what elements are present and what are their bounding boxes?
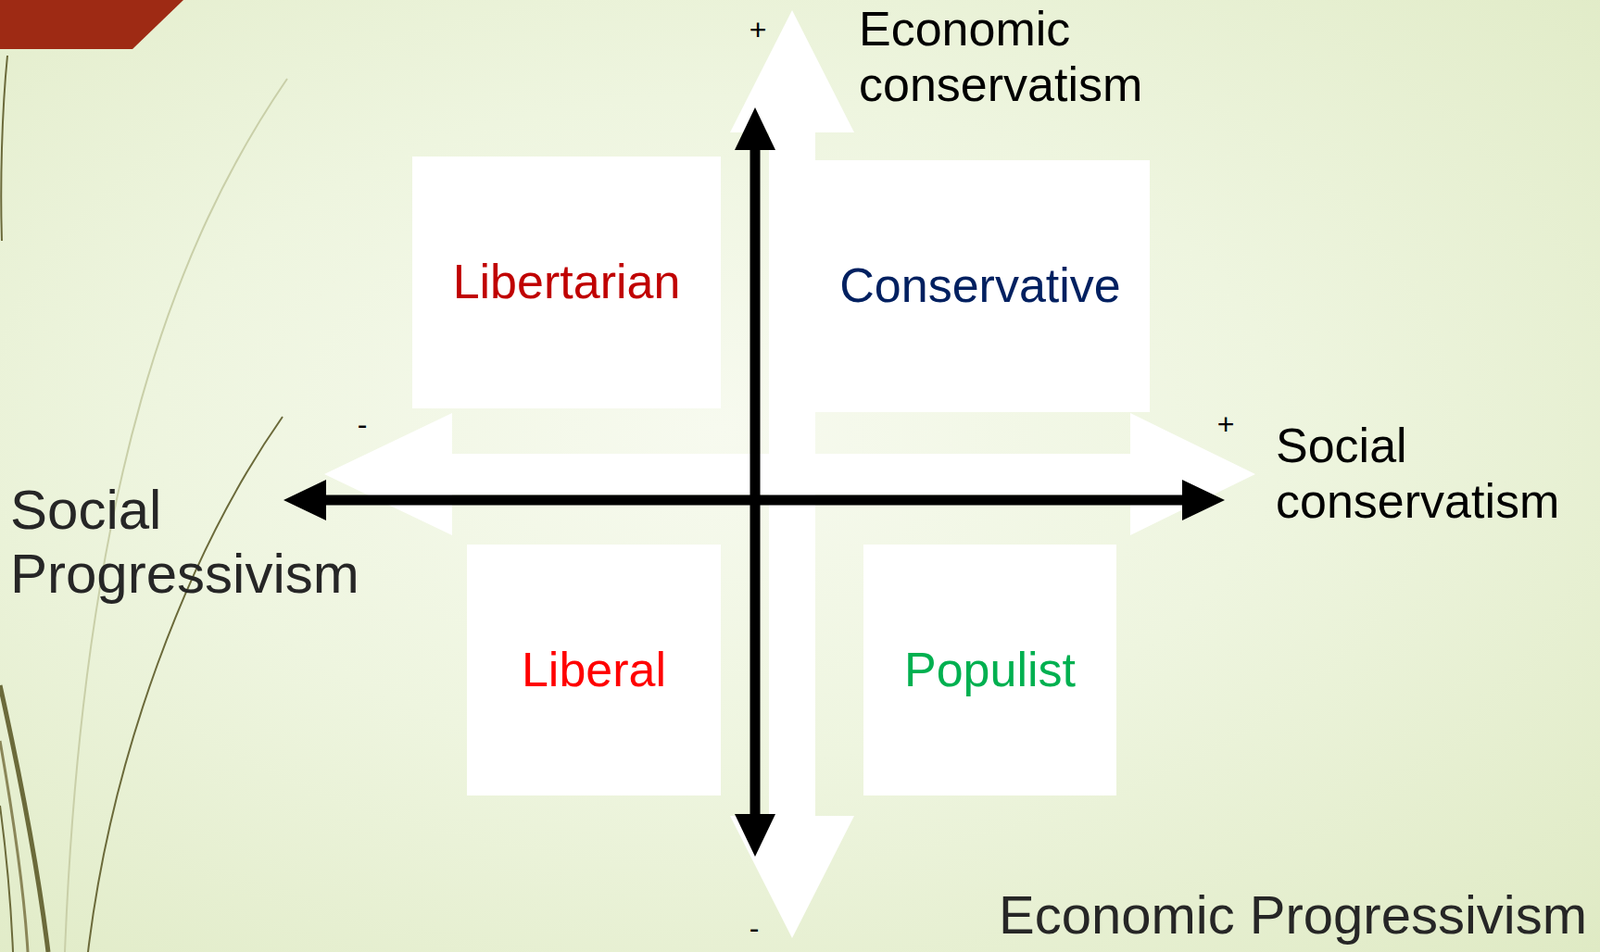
- axis-arrowhead: [734, 107, 776, 151]
- quadrant-label: Liberal: [521, 643, 667, 697]
- axis-title: Economic Progressivism: [998, 884, 1588, 947]
- axis-title: Social conservatism: [1275, 418, 1591, 530]
- axis-title: Social Progressivism: [10, 478, 381, 606]
- axis-arrowhead: [283, 479, 327, 521]
- quadrant-label: Conservative: [839, 259, 1121, 313]
- quadrant-label: Libertarian: [453, 255, 681, 309]
- deco-curve: [0, 685, 49, 952]
- horizontal-axis: [319, 495, 1191, 506]
- axis-sign: +: [746, 12, 769, 48]
- axis-sign: +: [1214, 407, 1237, 442]
- axis-arrowhead: [1182, 479, 1225, 521]
- deco-curve: [0, 55, 8, 241]
- axis-sign: -: [351, 407, 374, 442]
- axis-title: Economic conservatism: [858, 1, 1165, 114]
- white-axis-arrow: [324, 413, 1256, 536]
- quadrant-label: Populist: [904, 643, 1076, 697]
- quadrant-box: Populist: [863, 544, 1117, 796]
- vertical-axis: [750, 138, 761, 825]
- axis-sign: -: [743, 911, 766, 946]
- quadrant-box: Libertarian: [412, 156, 721, 409]
- deco-curve: [0, 806, 13, 952]
- deco-curve: [0, 741, 28, 952]
- quadrant-box: Liberal: [466, 544, 721, 796]
- axis-arrowhead: [734, 814, 776, 857]
- quadrant-box: Conservative: [810, 160, 1150, 413]
- corner-tab: [0, 0, 184, 50]
